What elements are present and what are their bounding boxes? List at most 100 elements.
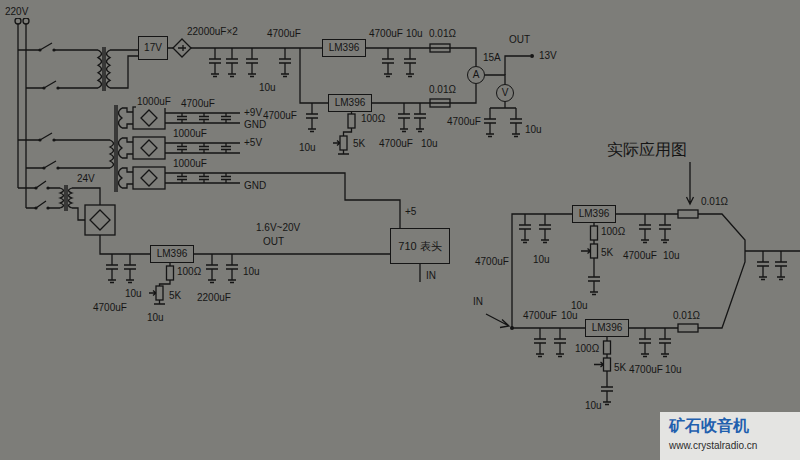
node-text: 710 表头 xyxy=(398,240,441,252)
bridge-rectifier xyxy=(178,45,186,51)
transformer-coil xyxy=(65,185,67,211)
circuit-wire xyxy=(512,214,585,328)
component-value: 100Ω xyxy=(574,343,600,355)
circuit-wire xyxy=(687,162,694,204)
rectifier-box: 17V xyxy=(138,36,168,60)
rail-label: GND xyxy=(243,119,267,131)
circuit-wire xyxy=(240,173,400,228)
rail-label: +5V xyxy=(243,137,263,149)
watermark: 矿石收音机 xyxy=(668,416,750,435)
capacitor-symbol xyxy=(177,143,187,153)
capacitor-symbol xyxy=(534,328,546,357)
capacitor-symbol xyxy=(659,214,671,243)
component-value: 10u xyxy=(664,364,683,376)
node-text: LM396 xyxy=(579,208,610,220)
component-value: 10u xyxy=(124,288,143,300)
capacitor-symbol xyxy=(639,214,651,243)
component-value: 0.01Ω xyxy=(700,196,729,208)
resistor-symbol xyxy=(604,341,611,354)
node-text: A xyxy=(473,69,480,81)
regulator-chip: LM396 xyxy=(322,39,366,57)
watermark-panel xyxy=(660,412,800,460)
component-value: 0.01Ω xyxy=(672,310,701,322)
input-label: IN xyxy=(472,296,484,308)
capacitor-symbol xyxy=(601,376,613,405)
component-value: 10u xyxy=(258,82,277,94)
capacitor-symbol xyxy=(519,214,531,243)
regulator-chip: LM396 xyxy=(328,94,372,112)
component-value: 4700uF xyxy=(446,116,482,128)
circuit-wire xyxy=(72,48,800,376)
switch-contact xyxy=(34,186,37,189)
switch-contact xyxy=(38,48,41,51)
resistor-symbol xyxy=(348,114,355,128)
component-value: 0.01Ω xyxy=(428,84,457,96)
capacitor-symbol xyxy=(226,254,238,283)
wire-connector xyxy=(485,75,505,84)
transformer-coil xyxy=(115,105,117,192)
switch-symbol xyxy=(26,201,60,208)
capacitor-symbol xyxy=(177,173,187,183)
capacitor-symbol xyxy=(226,48,238,77)
rail-label: GND xyxy=(243,180,267,192)
resistor-symbol xyxy=(156,44,698,371)
capacitor-symbol xyxy=(306,103,318,132)
bridge-rectifier xyxy=(141,170,157,186)
capacitor-symbol xyxy=(554,328,566,357)
switch-symbol xyxy=(18,43,110,208)
component-value: 100Ω xyxy=(600,226,626,238)
rail-label: +5 xyxy=(404,206,417,218)
transformer-coil xyxy=(60,47,122,211)
component-value: 4700uF xyxy=(180,98,216,110)
switch-symbol xyxy=(18,133,110,140)
switch-symbol xyxy=(18,181,60,188)
mains-wire xyxy=(23,18,29,24)
capacitor-symbol xyxy=(588,266,600,295)
node-text: 17V xyxy=(144,42,162,54)
switch-contact xyxy=(56,86,59,89)
capacitor-symbol xyxy=(177,113,187,123)
capacitor-symbol xyxy=(757,251,769,280)
component-value: 4700uF xyxy=(266,28,302,40)
transformer-coil xyxy=(119,108,123,188)
component-value: 0.01Ω xyxy=(428,28,457,40)
component-value: 1000uF xyxy=(136,96,172,108)
component-value: 4700uF xyxy=(522,310,558,322)
bridge-rectifier xyxy=(133,167,165,189)
component-value: 4700uF xyxy=(474,256,510,268)
resistor-symbol xyxy=(604,358,611,371)
regulator-chip: LM396 xyxy=(585,319,629,337)
circuit-wire xyxy=(122,108,240,128)
capacitor-symbol xyxy=(221,113,231,123)
switch-contact xyxy=(46,206,49,209)
component-value: 10u xyxy=(146,312,165,324)
capacitor-symbol xyxy=(775,251,787,280)
component-value: 10u xyxy=(420,138,439,150)
circuit-wire xyxy=(616,214,800,328)
circuit-wire xyxy=(72,188,150,254)
component-value: 10u xyxy=(560,310,579,322)
capacitor-symbol xyxy=(199,113,209,123)
meter-module: 710 表头 xyxy=(390,228,450,264)
component-value: 100Ω xyxy=(176,266,202,278)
component-value: 1000uF xyxy=(172,128,208,140)
capacitor-symbol xyxy=(382,48,394,77)
component-value: 4700uF xyxy=(92,302,128,314)
wire-connector xyxy=(194,253,390,254)
component-value: 5K xyxy=(168,290,182,302)
switch-contact xyxy=(38,138,41,141)
capacitor-symbol xyxy=(124,254,136,283)
switch-symbol xyxy=(18,43,98,50)
component-value: 5K xyxy=(600,247,614,259)
wire-connector xyxy=(372,84,476,103)
bridge-rectifier xyxy=(133,107,165,129)
transformer-coil xyxy=(103,47,105,91)
range-note: 1.6V~20V xyxy=(255,222,301,234)
resistor-symbol xyxy=(591,226,598,240)
capacitor-symbol xyxy=(106,48,787,405)
capacitor-symbol xyxy=(398,103,410,132)
transformer-coil xyxy=(110,140,114,168)
mains-wire xyxy=(15,18,29,208)
capacitor-symbol xyxy=(659,328,671,357)
circuit-wire xyxy=(122,138,240,158)
